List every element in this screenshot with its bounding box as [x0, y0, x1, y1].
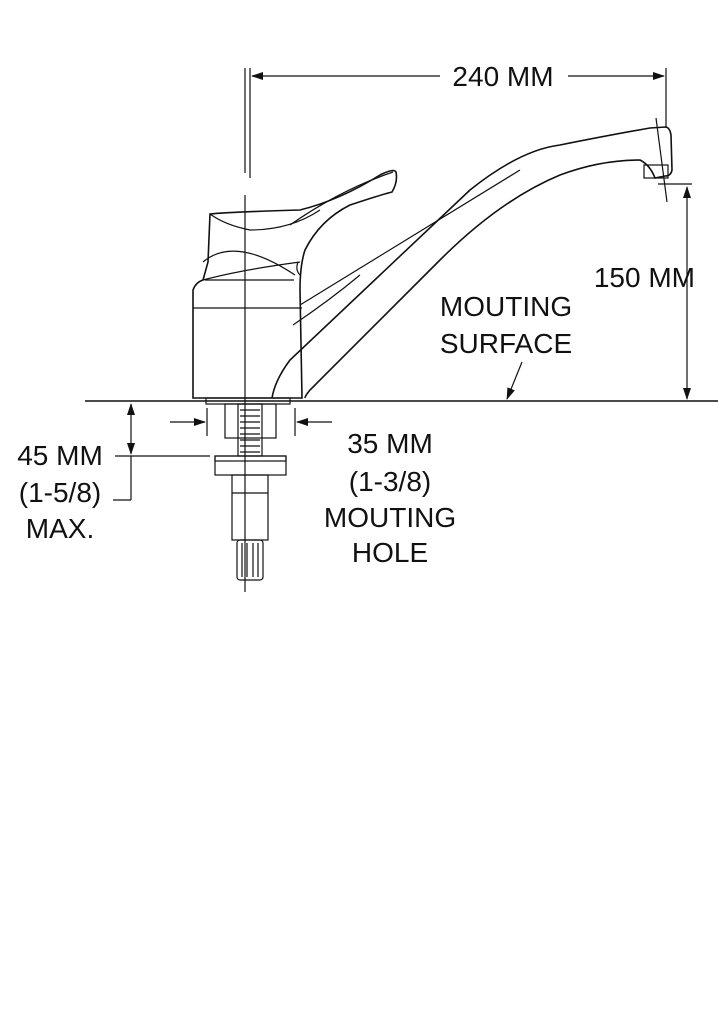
thickness-label-2: (1-5/8): [19, 477, 101, 508]
mounting-surface-callout: MOUTING SURFACE: [440, 291, 572, 400]
hole-label-3: MOUTING: [324, 502, 456, 533]
mounting-stud: [214, 403, 287, 581]
mounting-surface-label-1: MOUTING: [440, 291, 572, 322]
height-dimension: 150 MM: [594, 183, 695, 400]
hole-label-2: (1-3/8): [349, 466, 431, 497]
faucet-spout: [271, 117, 673, 399]
faucet-body: [192, 169, 398, 405]
hole-label-1: 35 MM: [347, 428, 433, 459]
hole-label-4: HOLE: [352, 537, 428, 568]
height-dimension-label: 150 MM: [594, 262, 695, 293]
mounting-surface-label-2: SURFACE: [440, 328, 572, 359]
thickness-label-3: MAX.: [26, 513, 94, 544]
width-dimension-label: 240 MM: [452, 61, 553, 92]
width-dimension: 240 MM: [249, 61, 667, 178]
thickness-label-1: 45 MM: [17, 440, 103, 471]
thickness-dimension: 45 MM (1-5/8) MAX.: [17, 403, 210, 544]
hole-dimension: 35 MM (1-3/8) MOUTING HOLE: [170, 408, 456, 568]
